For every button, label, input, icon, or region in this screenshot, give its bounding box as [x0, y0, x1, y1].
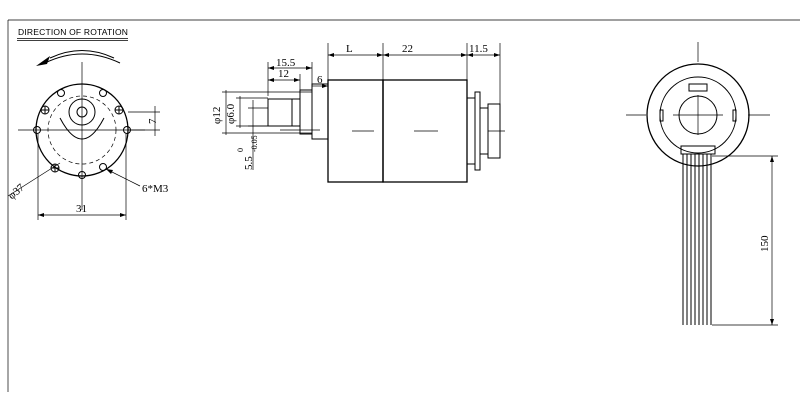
- dim-width: 31: [76, 203, 87, 215]
- screw-hole-icon: [114, 105, 124, 115]
- heading-block: DIRECTION OF ROTATION: [17, 27, 128, 41]
- side-view: L 22 11.5 15.5 12 6 φ12 φ6.0 5.5 0: [211, 43, 505, 183]
- dim-diameter-6: φ6.0: [225, 103, 237, 124]
- dim-offset: 7: [147, 118, 159, 124]
- screw-hole-icon: [40, 105, 50, 115]
- lead-wires: [680, 145, 716, 325]
- rear-view: 150: [626, 42, 778, 326]
- rotation-arrow-icon: [36, 50, 121, 66]
- front-view: 7 φ37 31 6*M3: [6, 50, 169, 220]
- dim-12: 12: [278, 68, 289, 80]
- dim-L: L: [346, 43, 353, 55]
- screw-callout: 6*M3: [142, 183, 169, 195]
- dim-outer-diameter: φ37: [6, 181, 27, 202]
- dim-6: 6: [317, 74, 323, 86]
- dim-15-5: 15.5: [276, 57, 296, 69]
- heading-text: DIRECTION OF ROTATION: [18, 27, 128, 37]
- dim-shaft-flat: 5.5: [243, 156, 255, 170]
- rear-cover: [646, 63, 750, 167]
- dim-diameter-12: φ12: [211, 107, 223, 124]
- dim-22: 22: [402, 43, 413, 55]
- output-shaft: [267, 98, 301, 127]
- tol-lower: -0.05: [250, 135, 259, 152]
- tol-upper: 0: [236, 148, 245, 152]
- dim-11-5: 11.5: [469, 43, 488, 55]
- connector-icon: [688, 83, 708, 92]
- drawing-frame: [7, 19, 800, 392]
- dim-lead-length: 150: [759, 235, 771, 252]
